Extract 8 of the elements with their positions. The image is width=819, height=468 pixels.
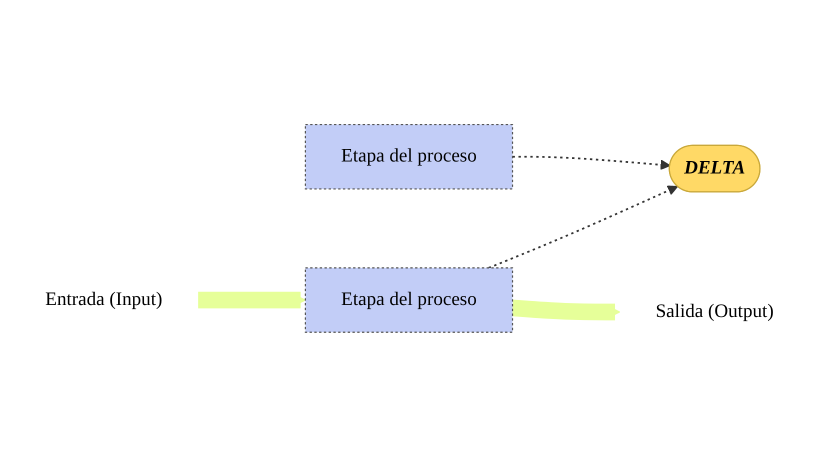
node-box: Etapa del proceso <box>304 124 514 190</box>
arrow <box>512 155 671 170</box>
node-text: Salida (Output) <box>656 300 774 322</box>
arrow <box>198 291 306 308</box>
arrow <box>512 299 620 320</box>
node-box: Etapa del proceso <box>304 266 514 332</box>
node-text: Entrada (Input) <box>45 288 162 310</box>
arrow <box>488 185 678 268</box>
